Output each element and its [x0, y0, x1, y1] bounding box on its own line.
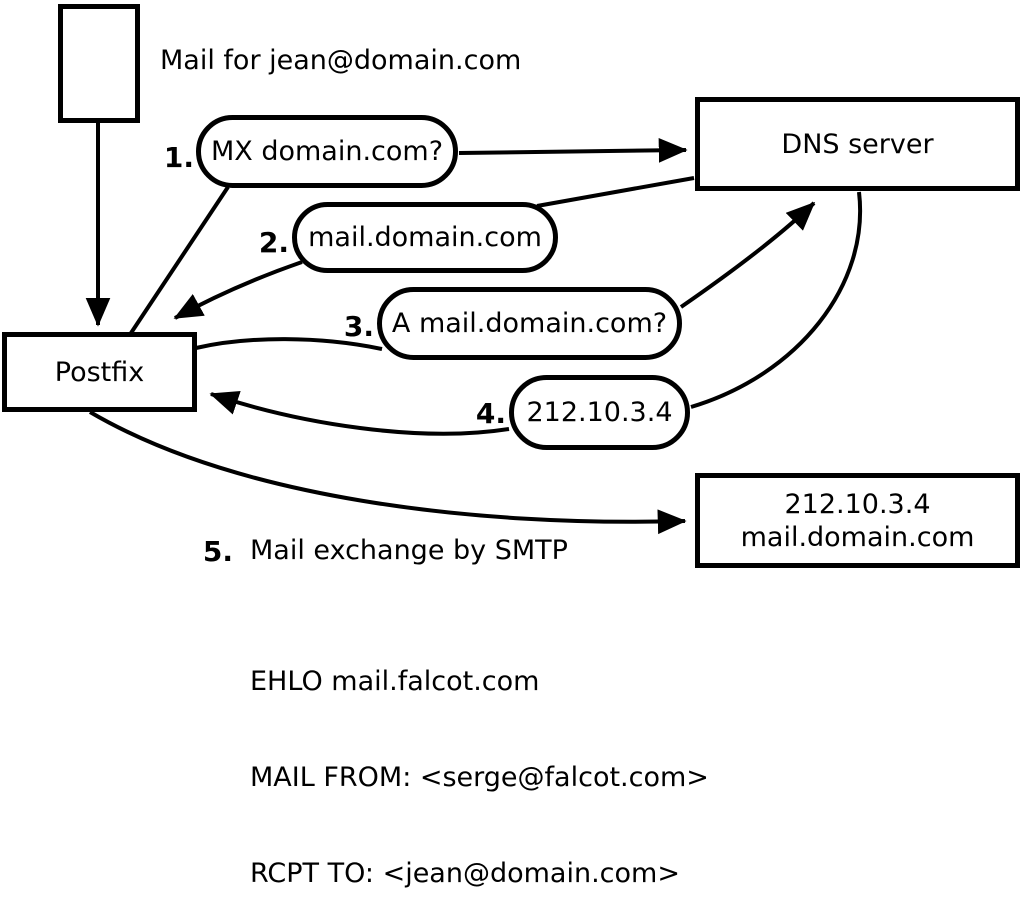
line-dns-to-reply4 [690, 191, 863, 409]
message-icon [58, 4, 140, 123]
node-postfix: Postfix [2, 332, 197, 412]
step-number-1: 1. [163, 141, 194, 174]
step-pill-label-4: 212.10.3.4 [526, 397, 673, 428]
line-dns-to-reply2 [536, 176, 695, 208]
step-pill-label-2: mail.domain.com [308, 222, 542, 253]
node-mail-server: 212.10.3.4 mail.domain.com [695, 473, 1020, 568]
arrow-query1-to-dns [458, 137, 688, 163]
step-number-2: 2. [258, 226, 289, 259]
step-pill-3: A mail.domain.com? [377, 287, 682, 360]
smtp-session: EHLO mail.falcot.com MAIL FROM: <serge@f… [250, 602, 709, 919]
arrow-reply2-to-postfix [173, 260, 303, 320]
step-pill-2: mail.domain.com [292, 202, 558, 273]
line-postfix-to-query3 [195, 337, 383, 351]
smtp-line: MAIL FROM: <serge@falcot.com> [250, 762, 709, 793]
smtp-line: RCPT TO: <jean@domain.com> [250, 858, 680, 889]
smtp-line: EHLO mail.falcot.com [250, 666, 540, 697]
step-pill-1: MX domain.com? [196, 115, 458, 188]
postfix-label: Postfix [54, 356, 145, 388]
step-label-5: Mail exchange by SMTP [250, 535, 568, 566]
arrow-query3-to-dns [679, 201, 816, 309]
mail-server-ip: 212.10.3.4 [784, 488, 931, 520]
step-number-3: 3. [343, 310, 374, 343]
step-pill-4: 212.10.3.4 [509, 375, 690, 450]
arrow-reply4-to-postfix [209, 390, 510, 436]
step-pill-label-3: A mail.domain.com? [391, 308, 668, 339]
dns-server-label: DNS server [781, 128, 934, 160]
mail-server-hostname: mail.domain.com [740, 521, 975, 553]
mail-title: Mail for jean@domain.com [160, 45, 522, 76]
line-postfix-to-query1 [129, 185, 230, 335]
step-number-5: 5. [202, 535, 233, 568]
arrow-postfix-to-mailserver [88, 410, 687, 535]
step-number-4: 4. [475, 397, 506, 430]
node-dns-server: DNS server [695, 97, 1020, 191]
step-pill-label-1: MX domain.com? [210, 136, 444, 167]
